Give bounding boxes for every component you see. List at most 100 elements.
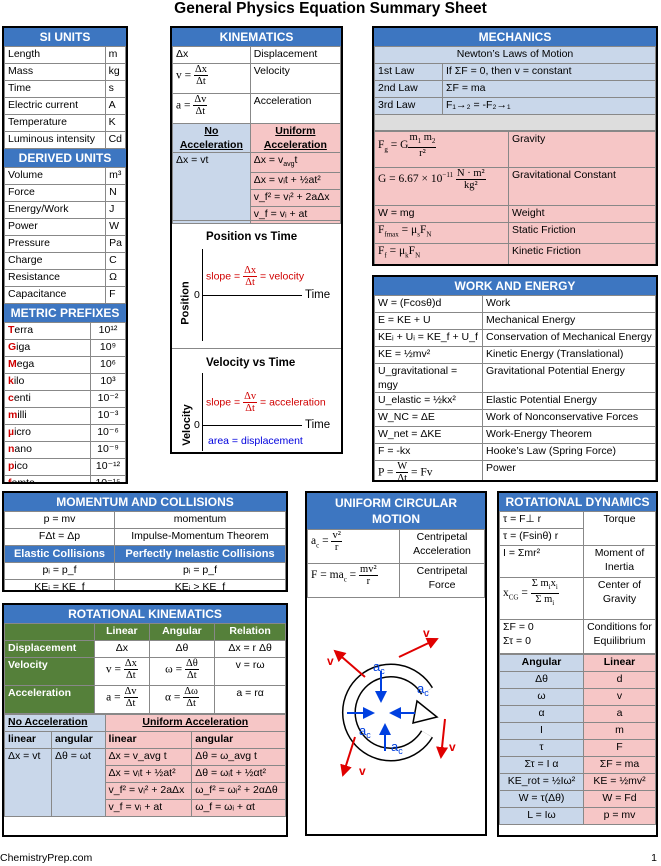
rotational-dynamics-header: ROTATIONAL DYNAMICS bbox=[499, 493, 656, 511]
acceleration-label: Acceleration bbox=[249, 93, 341, 124]
rel-vel: v = rω bbox=[214, 657, 286, 686]
zero-label: 0 bbox=[194, 289, 200, 301]
work-eq: W = (Fcosθ)d bbox=[374, 295, 483, 313]
grav-constant-label: Gravitational Constant bbox=[508, 167, 656, 206]
angular-quantity: Στ = I α bbox=[499, 756, 584, 774]
linear-quantity: v bbox=[583, 688, 656, 706]
work-label: Gravitational Potential Energy bbox=[482, 363, 656, 393]
work-label: Work bbox=[482, 295, 656, 313]
ac-label: ac bbox=[373, 659, 385, 676]
lin-disp: Δx bbox=[94, 640, 150, 658]
eq-dx-vavg: Δx = vavgt bbox=[249, 151, 341, 174]
velocity-arrow-icon bbox=[436, 718, 449, 759]
third-law: 3rd Law bbox=[374, 97, 443, 115]
ac-label: ac bbox=[359, 723, 371, 740]
ac-label: ac bbox=[391, 739, 403, 756]
equilibrium-label: Conditions for Equilibrium bbox=[583, 619, 656, 654]
col-linear: Linear bbox=[94, 623, 150, 641]
work-label: Mechanical Energy bbox=[482, 312, 656, 330]
unit-symbol: s bbox=[104, 80, 126, 98]
torque-eq1: τ = F⊥ r bbox=[499, 511, 584, 529]
gravity-label: Gravity bbox=[508, 131, 656, 168]
velocity-time-title: Velocity vs Time bbox=[206, 357, 296, 369]
work-label: Elastic Potential Energy bbox=[482, 392, 656, 410]
momentum-eq: p = mv bbox=[4, 511, 115, 529]
first-law-eq: If ΣF = 0, then v = constant bbox=[442, 63, 656, 81]
impulse-eq: FΔt = Δp bbox=[4, 528, 115, 546]
newtons-laws-title: Newton’s Laws of Motion bbox=[374, 46, 656, 64]
prefix-name: Terra bbox=[4, 322, 91, 340]
no-acceleration-label: No Acceleration bbox=[172, 123, 251, 153]
uni-angular: angular bbox=[191, 731, 286, 749]
work-eq: KEᵢ + Uᵢ = KE_f + U_f bbox=[374, 329, 483, 347]
position-time-graph: Position vs Time Position 0 Time slope =… bbox=[172, 220, 341, 348]
uni-linear: linear bbox=[104, 731, 193, 749]
position-axis-label: Position bbox=[179, 281, 192, 325]
unit-symbol: kg bbox=[104, 63, 126, 81]
angular-quantity: W = τ(Δθ) bbox=[499, 790, 584, 808]
prefix-name: kilo bbox=[4, 373, 91, 391]
circular-motion-diagram: v v v v ac ac ac ac bbox=[327, 626, 456, 778]
angular-quantity: I bbox=[499, 722, 584, 740]
unit-quantity: Length bbox=[4, 46, 106, 64]
spacer bbox=[374, 114, 656, 131]
unit-quantity: Electric current bbox=[4, 97, 106, 115]
v-label: v bbox=[449, 740, 456, 754]
prefix-name: µicro bbox=[4, 424, 91, 442]
work-eq: W_net = ΔKE bbox=[374, 426, 483, 444]
uniform-acceleration-label: Uniform Acceleration bbox=[249, 123, 341, 153]
unit-quantity: Capacitance bbox=[4, 286, 107, 304]
linear-quantity: m bbox=[583, 722, 656, 740]
page-title: General Physics Equation Summary Sheet bbox=[174, 0, 487, 17]
torque-eq2: τ = (Fsinθ) r bbox=[499, 528, 584, 546]
dx-vt: Δx = vt bbox=[172, 151, 251, 225]
position-time-title: Position vs Time bbox=[206, 231, 298, 243]
no-acc-angular: angular bbox=[50, 731, 106, 749]
unit-quantity: Temperature bbox=[4, 114, 106, 132]
kinetic-friction-eq: Ff = μkFN bbox=[374, 243, 509, 264]
work-eq: E = KE + U bbox=[374, 312, 483, 330]
work-eq: F = -kx bbox=[374, 443, 483, 461]
elastic-collisions-header: Elastic Collisions bbox=[4, 545, 115, 563]
zero-label: 0 bbox=[194, 419, 200, 431]
power-label: Power bbox=[482, 460, 656, 480]
unit-quantity: Resistance bbox=[4, 269, 107, 287]
velocity-arrow-icon bbox=[340, 736, 356, 777]
prefix-name: femto bbox=[4, 475, 91, 482]
v-label: v bbox=[327, 654, 334, 668]
impulse-label: Impulse-Momentum Theorem bbox=[114, 528, 286, 546]
velocity-time-graph: Velocity vs Time Velocity 0 Time slope =… bbox=[172, 348, 341, 452]
uni-ang-eq: Δθ = ω_avg t bbox=[191, 748, 286, 766]
third-law-eq: F₁→₂ = -F₂→₁ bbox=[442, 97, 656, 115]
uni-lin-eq: Δx = v_avg t bbox=[104, 748, 193, 766]
eq-vf-squared: v_f² = vᵢ² + 2aΔx bbox=[249, 189, 341, 208]
prefix-power: 10⁻⁹ bbox=[90, 441, 126, 459]
uni-ang-eq: Δθ = ωᵢt + ½αt² bbox=[191, 765, 286, 783]
velocity-arrow-icon bbox=[398, 637, 439, 658]
prefix-name: milli bbox=[4, 407, 91, 425]
col-relation: Relation bbox=[214, 623, 286, 641]
rel-disp: Δx = r Δθ bbox=[214, 640, 286, 658]
prefix-power: 10⁶ bbox=[90, 356, 126, 374]
rotational-kinematics-header: ROTATIONAL KINEMATICS bbox=[4, 605, 286, 623]
linear-quantity: W = Fd bbox=[583, 790, 656, 808]
prefix-power: 10⁻¹⁵ bbox=[90, 475, 126, 482]
inertia-eq: I = Σmr² bbox=[499, 545, 584, 578]
unit-symbol: Pa bbox=[105, 235, 126, 253]
uni-lin-eq: v_f = vᵢ + at bbox=[104, 799, 193, 817]
work-label: Work-Energy Theorem bbox=[482, 426, 656, 444]
derived-units-header: DERIVED UNITS bbox=[4, 149, 126, 167]
time-label: Time bbox=[305, 419, 331, 431]
unit-symbol: W bbox=[105, 218, 126, 236]
